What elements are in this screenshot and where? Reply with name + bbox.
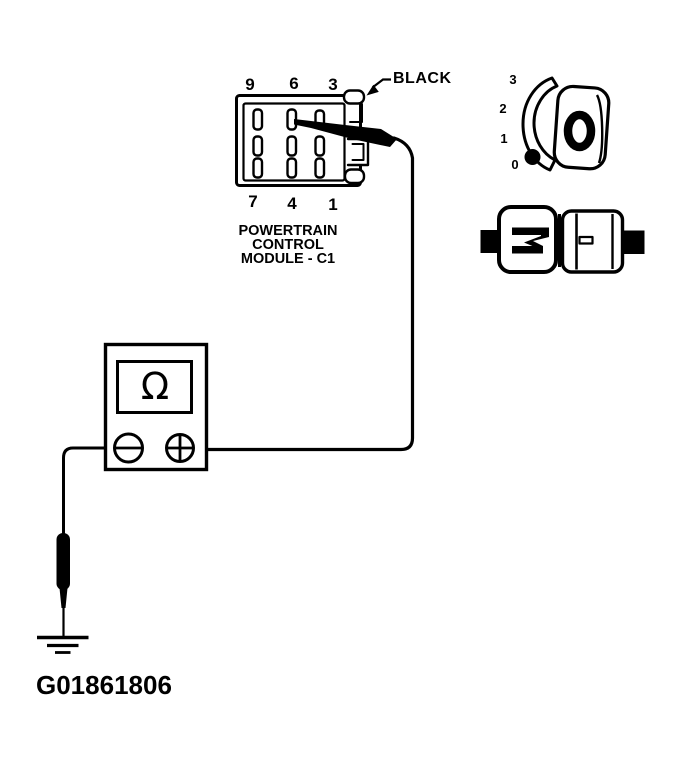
ignition-position-1: 1 xyxy=(500,131,508,146)
terminal-bar-top xyxy=(512,227,549,235)
ground-probe-icon xyxy=(56,533,70,636)
wire-color-label: BLACK xyxy=(393,70,452,87)
terminal-bar-bottom xyxy=(512,246,543,254)
module-label-line2: CONTROL xyxy=(252,237,324,253)
right-wire-stub xyxy=(622,230,645,254)
black-leader xyxy=(366,78,391,96)
disconnected-connector-icon xyxy=(480,205,645,274)
module-label-line1: POWERTRAIN xyxy=(238,223,338,239)
test-probe-icon xyxy=(294,119,397,147)
ohmmeter-display-symbol: Ω xyxy=(140,364,170,408)
key-hole xyxy=(563,110,596,152)
ohmmeter-icon xyxy=(103,342,209,472)
terminal-fork xyxy=(524,227,549,254)
arrow-icon xyxy=(366,84,379,96)
key-head xyxy=(552,84,611,171)
pin-label-7: 7 xyxy=(248,192,258,211)
connector-bottom-tab xyxy=(343,168,366,185)
connector-pin-slots xyxy=(252,108,326,179)
connector-latch xyxy=(346,137,370,167)
ignition-position-3: 3 xyxy=(509,72,517,87)
pin-label-1: 1 xyxy=(328,195,338,214)
ignition-switch-position-icon xyxy=(521,76,611,172)
module-label: POWERTRAIN CONTROL MODULE - C1 xyxy=(238,223,338,267)
pin-label-4: 4 xyxy=(287,194,297,213)
connector-side-step xyxy=(349,103,363,123)
connector-latch-inner xyxy=(351,143,365,161)
module-label-line3: MODULE - C1 xyxy=(240,251,336,267)
figure-id-label: G01861806 xyxy=(36,670,172,700)
pin-label-3: 3 xyxy=(328,75,338,94)
leader-line xyxy=(371,78,391,89)
negative-lead-wire xyxy=(62,446,117,536)
pin-label-9: 9 xyxy=(245,75,255,94)
position-marker-dot xyxy=(524,149,541,165)
connector-top-tab xyxy=(342,89,366,105)
connector-inner-outline xyxy=(242,102,346,182)
positive-lead-wire xyxy=(191,136,415,452)
pin-label-6: 6 xyxy=(289,74,299,93)
ohmmeter-display xyxy=(116,360,193,414)
right-terminal-slot xyxy=(578,235,594,245)
ground-icon xyxy=(37,635,89,654)
left-wire-stub xyxy=(480,230,500,253)
key-head-depth-line xyxy=(595,94,604,164)
pcm-connector-icon xyxy=(235,89,370,187)
connector-half-left xyxy=(497,205,558,274)
ignition-position-0: 0 xyxy=(511,157,519,172)
ignition-position-2: 2 xyxy=(499,101,507,116)
